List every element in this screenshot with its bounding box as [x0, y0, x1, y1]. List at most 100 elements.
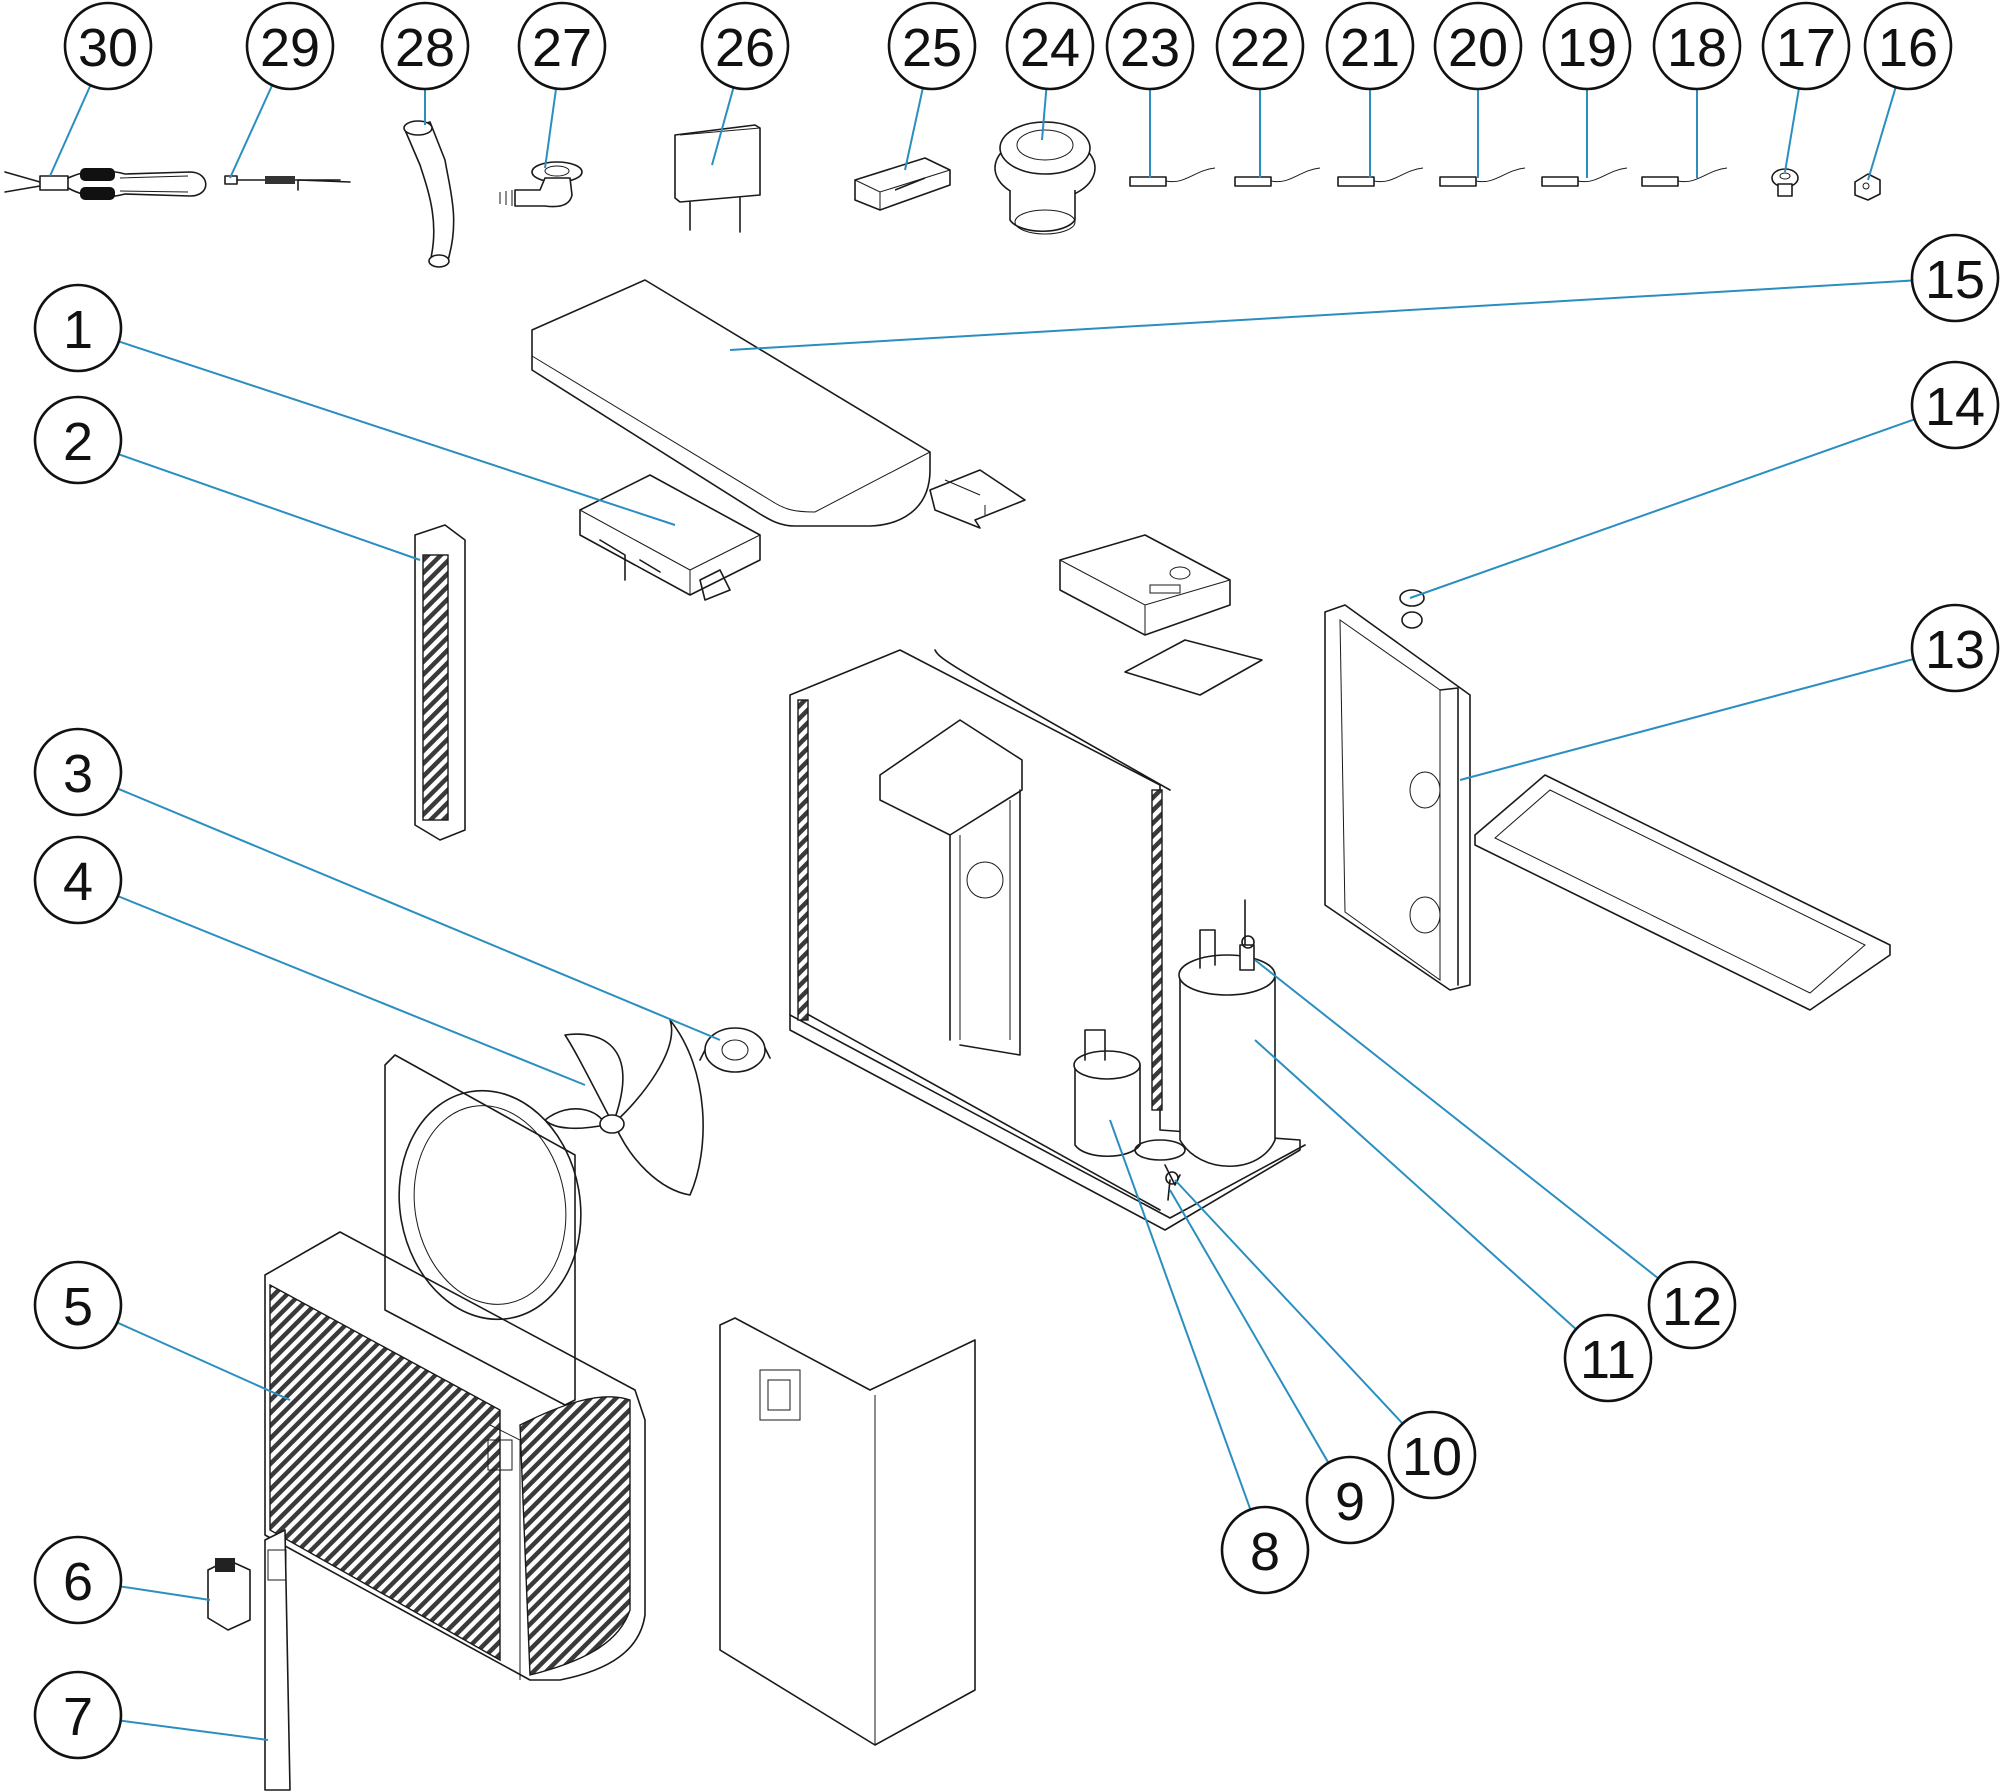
callout-circle-9	[1305, 1455, 1395, 1545]
callout-26: 26	[700, 1, 790, 91]
callout-label-30: 30	[78, 18, 138, 78]
part-27-drain-elbow	[499, 161, 583, 208]
callout-circle-16	[1863, 1, 1953, 91]
leader-line-5	[116, 1321, 291, 1401]
callout-17: 17	[1761, 1, 1851, 91]
part-24-bushing	[994, 121, 1096, 235]
callout-label-12: 12	[1662, 1277, 1722, 1337]
callout-label-7: 7	[63, 1687, 93, 1747]
callout-circle-13	[1910, 603, 2000, 693]
callout-9: 9	[1305, 1455, 1395, 1545]
callout-circle-21	[1325, 1, 1415, 91]
part-22-sensor	[1234, 167, 1321, 187]
callout-circle-6	[33, 1535, 123, 1625]
leader-line-13	[1459, 658, 1914, 781]
part-7-front-strip	[264, 1529, 291, 1791]
callout-label-24: 24	[1020, 18, 1080, 78]
callout-label-10: 10	[1402, 1427, 1462, 1487]
leader-line-24	[1041, 88, 1048, 141]
leader-line-8	[1109, 1119, 1252, 1510]
part-20-sensor	[1439, 167, 1526, 187]
callout-30: 30	[63, 1, 153, 91]
callout-20: 20	[1433, 1, 1523, 91]
part-2-side-mesh	[414, 524, 466, 841]
callout-1: 1	[33, 283, 123, 373]
base-tray	[1474, 774, 1891, 1011]
part-16-cube-nut	[1854, 173, 1881, 201]
part-14-fittings	[1399, 589, 1425, 629]
fan-panel	[384, 1054, 582, 1406]
callout-circle-19	[1542, 1, 1632, 91]
leader-line-14	[1409, 418, 1915, 599]
rear-panel	[719, 1317, 976, 1746]
callout-28: 28	[380, 1, 470, 91]
leader-line-12	[1254, 959, 1659, 1280]
callout-circle-12	[1647, 1260, 1737, 1350]
parts-9-10-valves	[1164, 1164, 1181, 1201]
leader-line-9	[1169, 1189, 1330, 1464]
callout-circle-30	[63, 1, 153, 91]
callout-25: 25	[887, 1, 977, 91]
callout-circle-24	[1005, 1, 1095, 91]
part-15-top-cover	[531, 279, 931, 527]
callout-label-26: 26	[715, 18, 775, 78]
part-30-heater-cable	[4, 168, 207, 200]
callout-circle-29	[245, 1, 335, 91]
leader-line-29	[229, 84, 274, 179]
leader-line-30	[49, 84, 92, 177]
callout-circle-15	[1910, 233, 2000, 323]
callout-15: 15	[1910, 233, 2000, 323]
part-25-rubber-pad	[854, 157, 951, 211]
callout-label-29: 29	[260, 18, 320, 78]
part-18-sensor	[1641, 167, 1728, 187]
leader-line-17	[1784, 88, 1800, 173]
callout-circle-26	[700, 1, 790, 91]
leader-line-26	[711, 87, 735, 166]
callout-circle-3	[33, 727, 123, 817]
part-5-front-housing	[264, 1231, 646, 1681]
callout-label-16: 16	[1878, 18, 1938, 78]
main-chassis	[789, 649, 1306, 1231]
callout-circle-1	[33, 283, 123, 373]
part-17-fitting	[1771, 168, 1799, 197]
leader-line-11	[1254, 1039, 1577, 1330]
leader-line-4	[117, 895, 586, 1086]
callout-label-9: 9	[1335, 1472, 1365, 1532]
part-3-fan-motor	[699, 1027, 771, 1073]
callout-label-14: 14	[1925, 377, 1985, 437]
callout-circle-7	[33, 1670, 123, 1760]
part-21-sensor	[1337, 167, 1424, 187]
callout-12: 12	[1647, 1260, 1737, 1350]
leader-line-7	[120, 1719, 269, 1741]
leader-line-16	[1867, 86, 1897, 181]
callout-circle-2	[33, 395, 123, 485]
callout-11: 11	[1563, 1313, 1653, 1403]
part-23-sensor	[1129, 167, 1216, 187]
leader-line-3	[117, 787, 721, 1041]
callout-label-6: 6	[63, 1552, 93, 1612]
callout-23: 23	[1105, 1, 1195, 91]
callout-14: 14	[1910, 360, 2000, 450]
callout-label-18: 18	[1667, 18, 1727, 78]
callout-label-17: 17	[1776, 18, 1836, 78]
callout-label-19: 19	[1557, 18, 1617, 78]
callout-label-28: 28	[395, 18, 455, 78]
callout-label-1: 1	[63, 300, 93, 360]
callout-circle-27	[517, 1, 607, 91]
callout-label-23: 23	[1120, 18, 1180, 78]
part-12-pressure-switch	[1239, 935, 1255, 971]
callout-label-13: 13	[1925, 620, 1985, 680]
callout-2: 2	[33, 395, 123, 485]
part-29-probe	[224, 175, 351, 191]
leader-line-1	[118, 340, 676, 526]
callout-27: 27	[517, 1, 607, 91]
part-26-capacitor	[674, 124, 761, 233]
callout-18: 18	[1652, 1, 1742, 91]
callout-19: 19	[1542, 1, 1632, 91]
callout-label-2: 2	[63, 412, 93, 472]
callout-label-15: 15	[1925, 250, 1985, 310]
callout-16: 16	[1863, 1, 1953, 91]
leader-line-6	[120, 1585, 211, 1601]
